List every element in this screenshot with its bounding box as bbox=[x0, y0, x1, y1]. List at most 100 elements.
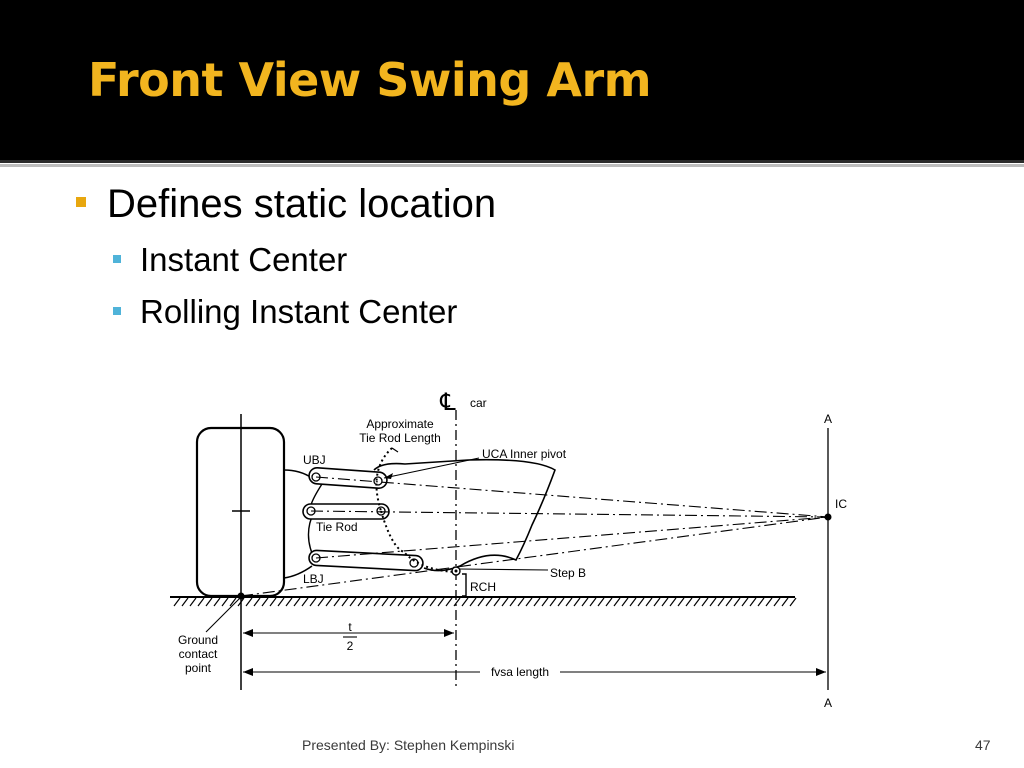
a-bottom-label: A bbox=[824, 696, 832, 710]
ground-hatch bbox=[645, 597, 653, 607]
ground-hatch bbox=[405, 597, 413, 607]
approx-tie-rod-arc bbox=[375, 447, 393, 512]
tie-rod-line-to-ic bbox=[310, 510, 829, 518]
ground-hatch bbox=[493, 597, 501, 607]
page-number: 47 bbox=[975, 737, 991, 753]
sub-bullet-square-icon bbox=[113, 307, 121, 315]
contact-line-to-ic bbox=[240, 516, 829, 597]
ground-hatch bbox=[669, 597, 677, 607]
ground-hatch bbox=[373, 597, 381, 607]
ground-hatch bbox=[693, 597, 701, 607]
ground-hatch bbox=[557, 597, 565, 607]
approx-tie-rod-label-line1: Approximate bbox=[366, 417, 434, 431]
ground-hatch bbox=[733, 597, 741, 607]
ground-hatch bbox=[213, 597, 221, 607]
ground-hatch bbox=[485, 597, 493, 607]
ground-hatch bbox=[421, 597, 429, 607]
ground-hatch bbox=[573, 597, 581, 607]
sub-bullet-text: Rolling Instant Center bbox=[140, 293, 458, 330]
ground-hatch bbox=[637, 597, 645, 607]
lca-line-to-ic bbox=[315, 516, 829, 559]
ic-point bbox=[824, 513, 832, 521]
fvsa-length-label: fvsa length bbox=[491, 665, 549, 679]
ground-hatch bbox=[565, 597, 573, 607]
step-b-leader bbox=[458, 568, 549, 571]
ground-hatch bbox=[789, 597, 797, 607]
ground-contact-label-line2: contact bbox=[179, 647, 218, 661]
ground-hatch bbox=[333, 597, 341, 607]
ground-hatch bbox=[549, 597, 557, 607]
ground-contact-label-line3: point bbox=[185, 661, 212, 675]
ground-hatch bbox=[173, 597, 181, 607]
ground-hatch bbox=[765, 597, 773, 607]
ground-hatch bbox=[605, 597, 613, 607]
fvsa-dimension bbox=[243, 668, 826, 676]
ground-hatch bbox=[653, 597, 661, 607]
ic-label: IC bbox=[835, 497, 847, 511]
header-divider-light bbox=[0, 164, 1024, 167]
ground-hatch bbox=[429, 597, 437, 607]
ground-hatch bbox=[205, 597, 213, 607]
ground-hatch bbox=[589, 597, 597, 607]
ground-hatch bbox=[621, 597, 629, 607]
ground-hatch bbox=[717, 597, 725, 607]
ground-hatch bbox=[325, 597, 333, 607]
t-label: t bbox=[348, 620, 352, 634]
ground-hatch bbox=[629, 597, 637, 607]
ground-hatch bbox=[189, 597, 197, 607]
title-band: Front View Swing Arm bbox=[0, 0, 1024, 160]
ground-hatch bbox=[413, 597, 421, 607]
rch-label: RCH bbox=[470, 580, 496, 594]
diagram-svg: ℄ car Approximate Tie Rod Length UCA Inn… bbox=[170, 389, 847, 710]
ground-hatch bbox=[229, 597, 237, 607]
ground-line bbox=[170, 596, 797, 607]
ground-hatch bbox=[397, 597, 405, 607]
ground-hatch bbox=[453, 597, 461, 607]
ground-hatch bbox=[261, 597, 269, 607]
t-half-dimension bbox=[243, 629, 454, 638]
lower-control-arm bbox=[308, 549, 424, 572]
upper-control-arm bbox=[308, 467, 388, 489]
approx-tie-rod-label-line2: Tie Rod Length bbox=[359, 431, 441, 445]
ground-hatch bbox=[781, 597, 789, 607]
ground-hatch bbox=[757, 597, 765, 607]
swing-arm-diagram: ℄ car Approximate Tie Rod Length UCA Inn… bbox=[160, 380, 860, 720]
ground-hatch bbox=[301, 597, 309, 607]
ubj-label: UBJ bbox=[303, 453, 326, 467]
step-b-label: Step B bbox=[550, 566, 586, 580]
centerline-symbol: ℄ bbox=[439, 389, 456, 416]
two-label: 2 bbox=[347, 639, 354, 653]
uca-pivot-arrowhead bbox=[384, 473, 393, 479]
ground-hatch bbox=[197, 597, 205, 607]
ground-hatch bbox=[381, 597, 389, 607]
ground-hatch bbox=[741, 597, 749, 607]
ground-hatch bbox=[269, 597, 277, 607]
ground-hatch bbox=[613, 597, 621, 607]
ground-hatch bbox=[501, 597, 509, 607]
ground-hatch bbox=[309, 597, 317, 607]
ground-hatch bbox=[437, 597, 445, 607]
ground-hatch bbox=[461, 597, 469, 607]
ground-hatch bbox=[661, 597, 669, 607]
ground-hatch bbox=[349, 597, 357, 607]
bullet-text: Defines static location bbox=[107, 182, 497, 226]
footer-presenter: Presented By: Stephen Kempinski bbox=[302, 737, 515, 753]
ground-hatch bbox=[293, 597, 301, 607]
header-divider bbox=[0, 160, 1024, 163]
ground-hatch bbox=[725, 597, 733, 607]
ground-hatch bbox=[357, 597, 365, 607]
ground-hatch bbox=[533, 597, 541, 607]
tie-rod-label: Tie Rod bbox=[316, 520, 358, 534]
centerline-label: car bbox=[470, 396, 487, 410]
roll-center-dot bbox=[454, 569, 458, 573]
upright-bottom bbox=[283, 565, 313, 579]
sub-bullet-square-icon bbox=[113, 255, 121, 263]
ground-hatch bbox=[253, 597, 261, 607]
ground-hatch bbox=[509, 597, 517, 607]
ground-hatch bbox=[277, 597, 285, 607]
ground-contact-label-line1: Ground bbox=[178, 633, 218, 647]
ground-hatch bbox=[581, 597, 589, 607]
instant-center-arc bbox=[380, 510, 456, 573]
ground-hatch bbox=[773, 597, 781, 607]
ground-hatch bbox=[677, 597, 685, 607]
